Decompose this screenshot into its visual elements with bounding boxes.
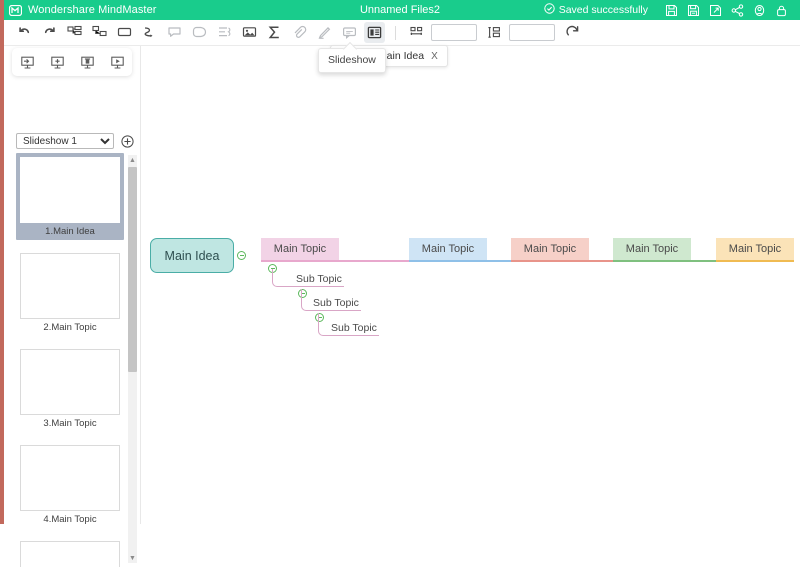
slideshow-picker: Slideshow 1 bbox=[16, 133, 134, 149]
insert-relationship-button[interactable] bbox=[139, 22, 160, 43]
topic-timeline-segment bbox=[409, 260, 511, 262]
redo-button[interactable] bbox=[39, 22, 60, 43]
slide-actions-toolbar bbox=[12, 48, 132, 76]
save-status-label: Saved successfully bbox=[559, 4, 648, 16]
slide-thumbnail-list[interactable]: 1.Main Idea 2.Main Topic 3.Main Topic 4.Mai… bbox=[12, 153, 140, 567]
toolbar-divider bbox=[395, 26, 396, 40]
sub-topic-node[interactable]: Sub Topic bbox=[296, 273, 342, 285]
app-title: Wondershare MindMaster bbox=[28, 4, 157, 16]
add-slideshow-button[interactable] bbox=[120, 134, 134, 148]
slide-thumbnail-label: 2.Main Topic bbox=[18, 319, 122, 336]
delete-slide-button[interactable] bbox=[77, 52, 97, 72]
main-topic-node[interactable]: Main Topic bbox=[716, 238, 794, 260]
insert-summary-button[interactable] bbox=[214, 22, 235, 43]
slide-thumbnail-page bbox=[20, 253, 120, 319]
sub-topic-underline bbox=[331, 335, 379, 336]
tooltip-text: Slideshow bbox=[328, 54, 376, 66]
main-topic-node[interactable]: Main Topic bbox=[261, 238, 339, 260]
insert-subtopic-button[interactable] bbox=[64, 22, 85, 43]
topic-timeline-segment bbox=[716, 260, 794, 262]
slide-thumbnail-label: 4.Main Topic bbox=[18, 511, 122, 528]
central-topic-label: Main Idea bbox=[165, 249, 220, 263]
play-slideshow-button[interactable] bbox=[107, 52, 127, 72]
slide-thumbnail[interactable]: 4.Main Topic bbox=[16, 441, 124, 528]
slide-thumbnail-label: 1.Main Idea bbox=[18, 223, 122, 240]
topic-timeline-segment bbox=[261, 260, 409, 262]
horizontal-spacing-icon[interactable] bbox=[406, 22, 427, 43]
sub-topic-node[interactable]: Sub Topic bbox=[313, 297, 359, 309]
lock-button[interactable] bbox=[770, 0, 792, 20]
sidebar-scrollbar-thumb[interactable] bbox=[128, 167, 137, 372]
slide-thumbnail-page bbox=[20, 349, 120, 415]
insert-image-button[interactable] bbox=[239, 22, 260, 43]
sub-topic-connector bbox=[318, 313, 332, 336]
sub-topic-label: Sub Topic bbox=[296, 273, 342, 285]
mindmap-canvas[interactable]: Main Idea Main Topic Main Topic Main Topic… bbox=[141, 45, 800, 524]
slide-thumbnail[interactable]: 3.Main Topic bbox=[16, 345, 124, 432]
slideshow-button[interactable] bbox=[364, 22, 385, 43]
save-button[interactable] bbox=[660, 0, 682, 20]
slide-thumbnail-page bbox=[20, 541, 120, 567]
window-edge-strip bbox=[0, 0, 4, 524]
undo-button[interactable] bbox=[14, 22, 35, 43]
main-topic-node[interactable]: Main Topic bbox=[409, 238, 487, 260]
close-icon[interactable]: X bbox=[431, 51, 438, 62]
slide-thumbnail-label: 3.Main Topic bbox=[18, 415, 122, 432]
insert-box-button[interactable] bbox=[114, 22, 135, 43]
slide-thumbnail-page bbox=[20, 157, 120, 223]
topic-timeline-segment bbox=[613, 260, 716, 262]
central-topic-node[interactable]: Main Idea bbox=[150, 238, 234, 273]
main-toolbar bbox=[4, 20, 800, 46]
main-topic-label: Main Topic bbox=[626, 243, 678, 255]
slide-thumbnail[interactable]: 2.Main Topic bbox=[16, 249, 124, 336]
sub-topic-underline bbox=[313, 310, 361, 311]
new-slide-button[interactable] bbox=[17, 52, 37, 72]
slides-sidebar: Slideshow 1 1.Main Idea 2.Main Topic 3.Mai… bbox=[4, 45, 141, 524]
vertical-spacing-input[interactable] bbox=[509, 24, 555, 41]
sub-topic-label: Sub Topic bbox=[313, 297, 359, 309]
main-topic-label: Main Topic bbox=[274, 243, 326, 255]
reset-layout-icon[interactable] bbox=[562, 22, 583, 43]
save-as-button[interactable] bbox=[682, 0, 704, 20]
slide-thumbnail[interactable]: 1.Main Idea bbox=[16, 153, 124, 240]
insert-formula-button[interactable] bbox=[264, 22, 285, 43]
topic-timeline-segment bbox=[511, 260, 613, 262]
slide-thumbnail[interactable] bbox=[16, 537, 124, 567]
save-status: Saved successfully bbox=[544, 3, 648, 17]
add-slide-button[interactable] bbox=[47, 52, 67, 72]
main-topic-label: Main Topic bbox=[422, 243, 474, 255]
export-button[interactable] bbox=[704, 0, 726, 20]
sub-topic-label: Sub Topic bbox=[331, 322, 377, 334]
main-topic-node[interactable]: Main Topic bbox=[511, 238, 589, 260]
insert-comment-button[interactable] bbox=[339, 22, 360, 43]
scroll-up-arrow-icon[interactable]: ▲ bbox=[128, 155, 137, 165]
insert-boundary-button[interactable] bbox=[189, 22, 210, 43]
sub-topic-connector bbox=[301, 289, 314, 311]
slideshow-tooltip: Slideshow bbox=[318, 48, 386, 73]
insert-attachment-button[interactable] bbox=[289, 22, 310, 43]
insert-callout-button[interactable] bbox=[164, 22, 185, 43]
highlighter-button[interactable] bbox=[314, 22, 335, 43]
vertical-spacing-icon[interactable] bbox=[484, 22, 505, 43]
scroll-down-arrow-icon[interactable]: ▼ bbox=[128, 553, 137, 563]
sub-topic-connector bbox=[272, 269, 297, 287]
mindmaster-logo-icon bbox=[9, 4, 22, 17]
insert-topic-after-button[interactable] bbox=[89, 22, 110, 43]
slide-thumbnail-page bbox=[20, 445, 120, 511]
main-topic-label: Main Topic bbox=[524, 243, 576, 255]
sub-topic-underline bbox=[296, 286, 344, 287]
check-circle-icon bbox=[544, 3, 555, 17]
account-button[interactable] bbox=[748, 0, 770, 20]
titlebar-actions: Saved successfully bbox=[544, 0, 792, 20]
slideshow-select[interactable]: Slideshow 1 bbox=[16, 133, 114, 149]
sub-topic-node[interactable]: Sub Topic bbox=[331, 322, 377, 334]
share-button[interactable] bbox=[726, 0, 748, 20]
title-bar: Wondershare MindMaster Unnamed Files2 Sa… bbox=[0, 0, 800, 20]
main-topic-node[interactable]: Main Topic bbox=[613, 238, 691, 260]
main-topic-label: Main Topic bbox=[729, 243, 781, 255]
collapse-toggle-central[interactable] bbox=[237, 251, 246, 260]
horizontal-spacing-input[interactable] bbox=[431, 24, 477, 41]
